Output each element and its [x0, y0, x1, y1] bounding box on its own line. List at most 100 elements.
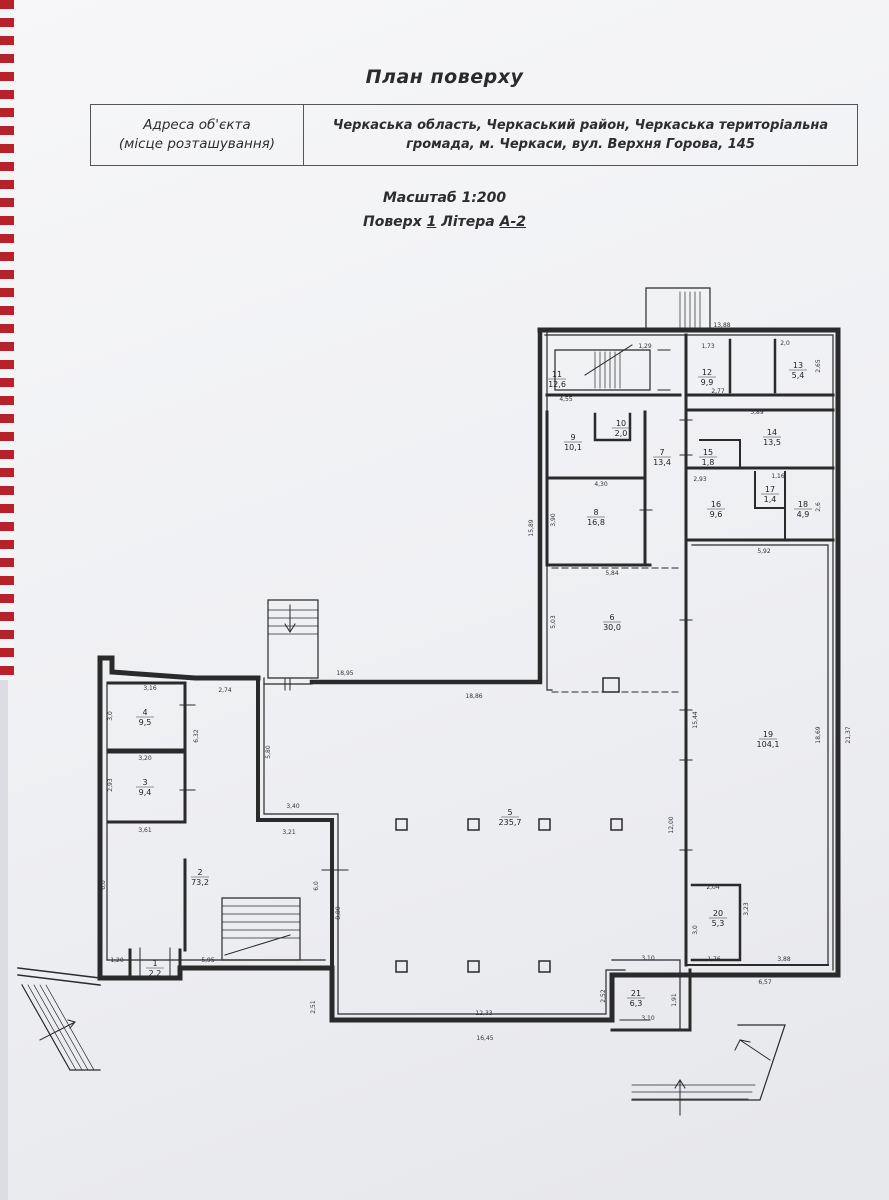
dimension-label: 4,30 [594, 481, 608, 488]
letter-value: А-2 [499, 214, 527, 230]
room-labels: 12,2273,239,449,55235,7630,0713,4816,891… [136, 361, 812, 1008]
room-number-5: 5 [507, 808, 512, 817]
room-number-9: 9 [570, 433, 575, 442]
room-number-13: 13 [793, 361, 803, 370]
dimension-label: 2,93 [693, 476, 707, 483]
dimension-label: 2,77 [711, 388, 725, 395]
room-area-3: 9,4 [139, 788, 152, 797]
dimension-label: 15,89 [528, 519, 535, 536]
room-area-10: 2,0 [615, 429, 628, 438]
room-area-4: 9,5 [139, 718, 152, 727]
dimension-label: 5,89 [750, 409, 764, 416]
dimension-label: 1,29 [638, 343, 652, 350]
room-number-7: 7 [659, 448, 664, 457]
dimension-label: 3,88 [777, 956, 791, 963]
dimension-label: 6,0 [313, 881, 320, 891]
dimension-label: 3,16 [143, 685, 157, 692]
room-area-7: 13,4 [653, 458, 671, 467]
letter-label: Літера [441, 214, 495, 230]
dimension-label: 8,80 [335, 906, 342, 920]
dimension-label: 12,00 [668, 816, 675, 833]
dimension-label: 2,51 [310, 1000, 317, 1014]
dimension-label: 5,03 [550, 615, 557, 629]
room-area-20: 5,3 [712, 919, 725, 928]
room-number-11: 11 [552, 370, 562, 379]
dimension-label: 1,16 [771, 473, 785, 480]
room-number-16: 16 [711, 500, 721, 509]
dimension-label: 18,86 [465, 693, 482, 700]
room-area-15: 1,8 [702, 458, 715, 467]
dimension-label: 12,33 [475, 1010, 492, 1017]
room-number-6: 6 [609, 613, 614, 622]
room-number-8: 8 [593, 508, 598, 517]
address-label: Адреса об'єкта [143, 117, 251, 133]
dimension-label: 5,92 [757, 548, 771, 555]
dimension-label: 6,0 [100, 880, 107, 890]
dimension-label: 2,93 [107, 778, 114, 792]
address-value-line2: громада, м. Черкаси, вул. Верхня Горова,… [406, 137, 755, 152]
dimension-label: 1,73 [701, 343, 715, 350]
room-area-16: 9,6 [710, 510, 723, 519]
room-number-19: 19 [763, 730, 773, 739]
room-number-14: 14 [767, 428, 777, 437]
dimension-label: 3,0 [692, 925, 699, 935]
room-number-12: 12 [702, 368, 712, 377]
dimension-label: 2,52 [600, 989, 607, 1003]
dimension-label: 1,20 [110, 957, 124, 964]
room-area-11: 12,6 [548, 380, 566, 389]
room-area-8: 16,8 [587, 518, 605, 527]
address-label-cell: Адреса об'єкта (місце розташування) [91, 105, 304, 165]
room-area-5: 235,7 [499, 818, 522, 827]
dimension-label: 3,10 [641, 1015, 655, 1022]
spiral-binding [0, 0, 14, 680]
room-number-17: 17 [765, 485, 775, 494]
dimension-label: 2,6 [815, 502, 822, 512]
dimension-label: 3,0 [107, 711, 114, 721]
room-number-10: 10 [616, 419, 626, 428]
dimension-label: 3,40 [286, 803, 300, 810]
dimension-label: 2,04 [706, 884, 720, 891]
room-number-15: 15 [703, 448, 713, 457]
address-label-sub: (місце розташування) [118, 136, 276, 152]
room-number-21: 21 [631, 989, 641, 998]
dimension-label: 5,95 [201, 957, 215, 964]
dimension-label: 15,44 [692, 711, 699, 728]
room-number-20: 20 [713, 909, 723, 918]
dimension-label: 3,20 [138, 755, 152, 762]
room-area-13: 5,4 [792, 371, 805, 380]
dimension-label: 18,69 [815, 726, 822, 743]
room-area-21: 6,3 [630, 999, 643, 1008]
floor-value: 1 [426, 214, 437, 230]
room-area-9: 10,1 [564, 443, 582, 452]
dimension-label: 6,32 [193, 729, 200, 743]
dimension-label: 2,74 [218, 687, 232, 694]
room-area-17: 1,4 [764, 495, 777, 504]
dimension-label: 3,90 [550, 513, 557, 527]
room-number-3: 3 [142, 778, 147, 787]
room-number-18: 18 [798, 500, 808, 509]
floor-line: Поверх 1 Літера А-2 [0, 214, 889, 230]
dimension-label: 3,21 [282, 829, 296, 836]
dimension-label: 4,55 [559, 396, 573, 403]
address-value-cell: Черкаська область, Черкаський район, Чер… [304, 105, 857, 165]
room-number-4: 4 [142, 708, 147, 717]
room-number-2: 2 [197, 868, 202, 877]
scale-label: Масштаб 1:200 [382, 190, 507, 206]
dimension-label: 21,37 [845, 726, 852, 743]
dimension-label: 16,45 [476, 1035, 493, 1042]
dimension-label: 13,88 [713, 322, 730, 329]
room-area-12: 9,9 [701, 378, 714, 387]
room-area-19: 104,1 [757, 740, 780, 749]
dimension-label: 3,10 [641, 955, 655, 962]
room-area-2: 73,2 [191, 878, 209, 887]
room-number-1: 1 [152, 959, 157, 968]
room-area-1: 2,2 [149, 969, 162, 978]
dimension-label: 5,84 [605, 570, 619, 577]
dimension-label: 1,76 [707, 956, 721, 963]
dimension-label: 5,80 [265, 745, 272, 759]
dimension-label: 6,57 [758, 979, 772, 986]
dimension-label: 3,61 [138, 827, 152, 834]
room-area-6: 30,0 [603, 623, 621, 632]
dimension-label: 1,91 [671, 993, 678, 1007]
